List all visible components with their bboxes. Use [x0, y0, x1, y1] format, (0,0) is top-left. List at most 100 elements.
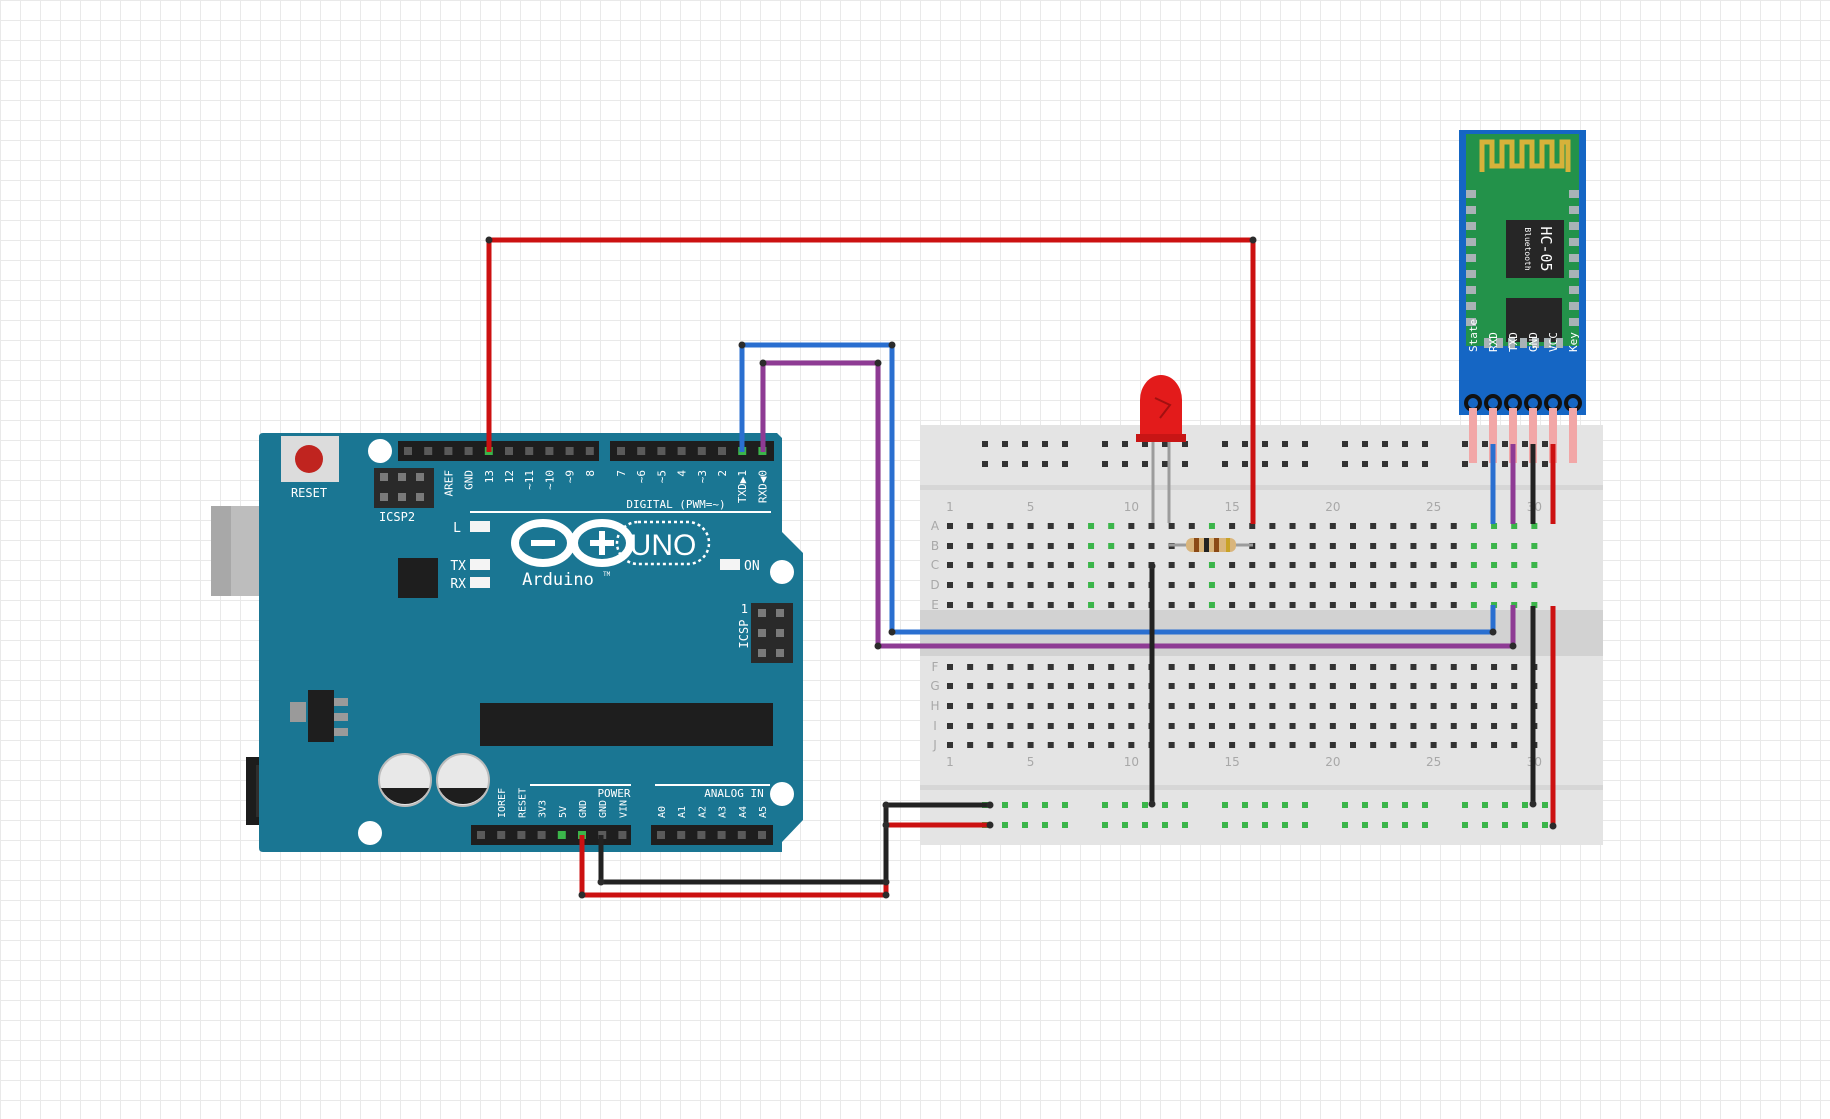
breadboard-hole — [1531, 523, 1538, 529]
led-die — [1154, 397, 1172, 419]
hc05-pad — [1532, 338, 1539, 348]
breadboard-hole — [1128, 582, 1135, 588]
digital-label: DIGITAL (PWM=~) — [626, 498, 725, 511]
breadboard-hole — [1208, 723, 1215, 729]
wires — [486, 237, 1556, 898]
icsp-header — [751, 603, 793, 663]
resistor-band — [1214, 538, 1219, 552]
header-pin — [424, 447, 433, 455]
power-header — [471, 825, 631, 845]
wire-tx-to-hc05-rxd[interactable] — [739, 342, 1496, 635]
breadboard-hole — [1208, 683, 1215, 689]
header-pin — [537, 831, 546, 839]
breadboard-hole — [1390, 683, 1397, 689]
breadboard-hole — [1269, 723, 1276, 729]
breadboard-hole — [1470, 562, 1477, 568]
breadboard-hole — [1309, 683, 1316, 689]
wire-bend-point — [882, 891, 890, 899]
breadboard-hole — [1491, 683, 1498, 689]
breadboard-hole — [1329, 703, 1336, 709]
breadboard-rail-hole — [1062, 441, 1068, 447]
breadboard-hole — [1289, 582, 1296, 588]
breadboard-hole — [1370, 742, 1377, 748]
regulator-pin — [334, 713, 348, 721]
breadboard-hole — [1289, 703, 1296, 709]
breadboard-hole — [1430, 664, 1437, 670]
breadboard-hole — [1188, 562, 1195, 568]
breadboard-hole — [1269, 664, 1276, 670]
breadboard-hole — [1108, 602, 1115, 608]
breadboard-hole — [1309, 664, 1316, 670]
breadboard-hole — [1430, 683, 1437, 689]
breadboard-hole — [1470, 602, 1477, 608]
breadboard-rail-hole — [1482, 822, 1488, 828]
breadboard-hole — [1208, 742, 1215, 748]
breadboard-rail-hole — [1502, 461, 1508, 467]
breadboard-hole — [1511, 543, 1518, 549]
icsp-pin1-label: 1 — [741, 602, 748, 616]
breadboard-rail-hole — [1042, 441, 1048, 447]
breadboard-hole — [1067, 602, 1074, 608]
led-on-indicator — [720, 559, 740, 570]
breadboard-row-label: E — [931, 598, 939, 612]
breadboard-hole — [1329, 664, 1336, 670]
breadboard-rail-hole — [1522, 441, 1528, 447]
breadboard-rail-hole — [1002, 822, 1008, 828]
breadboard-rail-hole — [1362, 461, 1368, 467]
breadboard-hole — [1229, 723, 1236, 729]
breadboard-hole — [1491, 723, 1498, 729]
breadboard-hole — [1007, 562, 1014, 568]
breadboard-hole — [1007, 602, 1014, 608]
breadboard-row-label: D — [930, 578, 939, 592]
breadboard-row-label: A — [931, 519, 940, 533]
breadboard-hole — [1450, 683, 1457, 689]
breadboard-hole — [1309, 543, 1316, 549]
breadboard-hole — [1108, 582, 1115, 588]
breadboard-hole — [1350, 742, 1356, 748]
breadboard-hole — [1470, 543, 1477, 549]
breadboard-hole — [1208, 703, 1215, 709]
breadboard-hole — [1148, 523, 1155, 529]
wire-pin13-to-resistor[interactable] — [486, 237, 1256, 524]
wire-bend-point — [1529, 800, 1537, 808]
header-pin — [697, 447, 706, 455]
reset-button-cap[interactable] — [295, 445, 323, 473]
hc05-pad — [1466, 254, 1476, 262]
digital-pin-label: ~5 — [655, 470, 668, 483]
breadboard-hole — [1188, 683, 1195, 689]
breadboard-rail-hole — [1462, 822, 1468, 828]
breadboard-rail-hole — [1382, 441, 1388, 447]
breadboard-hole — [1289, 742, 1296, 748]
hc05-pin-label: TXD — [1507, 332, 1520, 352]
breadboard-hole — [967, 683, 974, 689]
breadboard-hole — [1088, 703, 1095, 709]
breadboard-rail-hole — [1482, 441, 1488, 447]
breadboard-hole — [1350, 543, 1356, 549]
breadboard-rail-hole — [1522, 802, 1528, 808]
breadboard-rail-hole — [1342, 802, 1348, 808]
breadboard-hole — [947, 703, 953, 709]
analog-header — [651, 825, 773, 845]
breadboard-column-number: 15 — [1224, 755, 1239, 769]
breadboard-hole — [1208, 562, 1215, 568]
breadboard-hole — [1027, 562, 1034, 568]
breadboard-rail-hole — [1022, 461, 1028, 467]
breadboard-rail-hole — [1182, 461, 1188, 467]
breadboard-rail-hole — [1102, 802, 1108, 808]
power-pin-holes — [477, 831, 766, 839]
digital-pin-label: AREF — [442, 470, 455, 497]
wire-bend-point — [1489, 628, 1497, 636]
header-pin — [565, 447, 574, 455]
breadboard-row-label: F — [932, 660, 939, 674]
breadboard-hole — [1410, 562, 1417, 568]
breadboard-hole — [1007, 683, 1014, 689]
hc05-chip-subtitle: Bluetooth — [1523, 227, 1532, 271]
breadboard-hole — [1470, 723, 1477, 729]
breadboard-rail-hole — [1122, 802, 1128, 808]
breadboard-hole — [987, 683, 994, 689]
wire-rx-to-hc05-txd[interactable] — [760, 360, 1516, 649]
breadboard-hole — [1188, 703, 1195, 709]
breadboard-rail-hole — [1162, 822, 1168, 828]
arduino-pcb — [259, 433, 803, 852]
